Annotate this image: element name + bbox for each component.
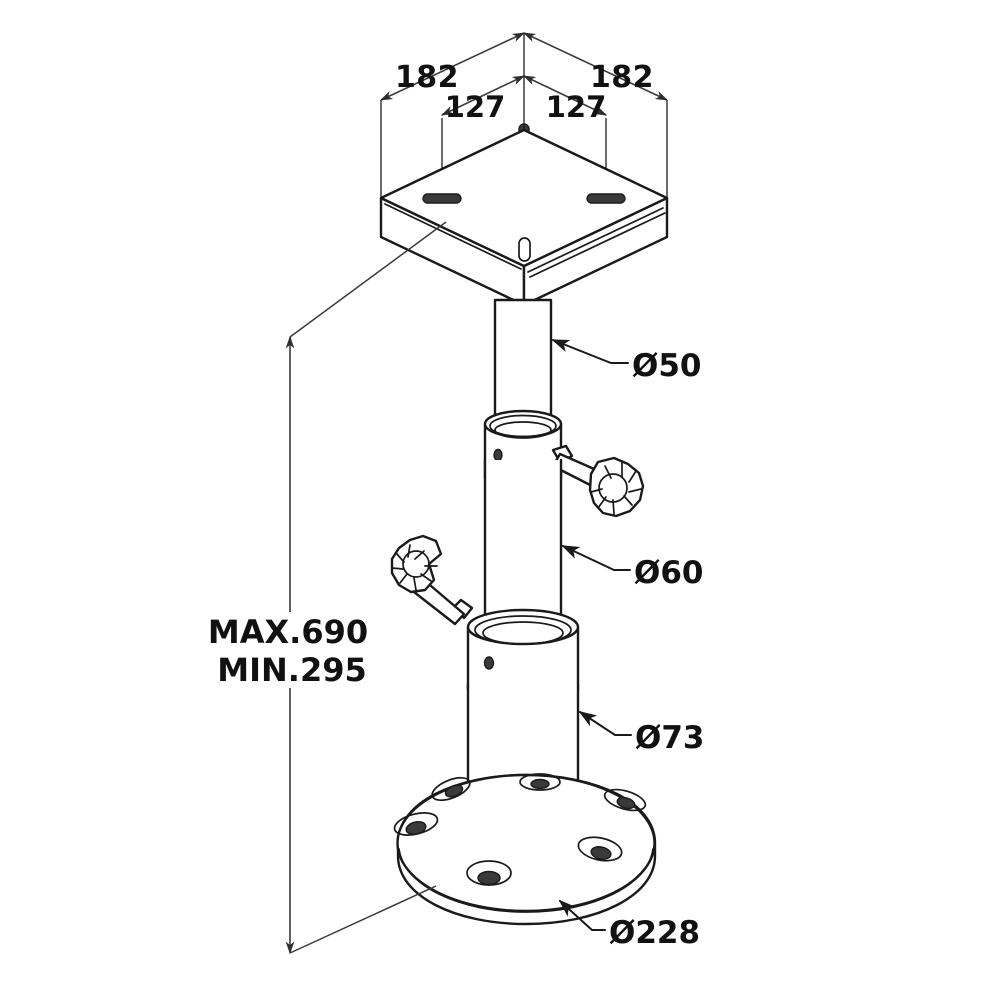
top-plate-chamfer-right <box>527 207 664 273</box>
mid-tube <box>483 458 563 624</box>
upper-tube <box>493 298 553 422</box>
lower-knob-lobe-4 <box>391 567 404 570</box>
upper-knob-lobe-4 <box>628 488 642 493</box>
top-plate <box>379 128 669 307</box>
base-bolt-hole-4 <box>577 836 623 862</box>
dim-label-127-right: 127 <box>546 90 607 124</box>
base-flange-edge-line <box>398 848 654 913</box>
lower-knob-hub <box>402 550 430 578</box>
plate-slot-front <box>518 237 531 262</box>
dimension-labels: 182 182 127 127 MAX.690 MIN.295 Ø50 Ø60 … <box>208 60 705 951</box>
base-bolt-hole-6 <box>519 773 561 791</box>
leader-lower-tube <box>578 711 632 736</box>
mid-tube-body <box>483 458 563 624</box>
top-plate-top-face <box>379 128 669 268</box>
lower-collar-setscrew <box>483 656 495 670</box>
base-bolt-hole-3 <box>466 860 512 886</box>
height-min-label: MIN.295 <box>217 651 366 689</box>
upper-knob-lobe-5 <box>623 495 633 506</box>
lower-knob-lobe-6 <box>413 577 417 591</box>
height-dimension-group <box>285 221 447 955</box>
plate-slot-left <box>422 193 462 204</box>
callout-label-mid-tube: Ø60 <box>634 555 704 591</box>
upper-clamp-knob[interactable] <box>588 456 645 518</box>
leader-base-flange <box>558 899 606 931</box>
lower-knob-lobe-2 <box>407 544 411 558</box>
plate-slot-right <box>586 193 626 204</box>
callout-label-lower-tube: Ø73 <box>635 720 705 756</box>
base-bolt-hole-2 <box>393 812 439 836</box>
height-witness-bottom <box>289 885 437 954</box>
dim-182-left-line <box>379 32 526 101</box>
base-flange <box>393 773 657 926</box>
top-plate-chamfer-right-2 <box>529 212 666 278</box>
callout-label-upper-tube: Ø50 <box>632 348 702 384</box>
lower-collar-bore <box>482 621 564 645</box>
base-bolt-hole-5 <box>603 788 647 812</box>
upper-collar-setscrew <box>493 448 503 462</box>
dim-127-left-line <box>440 75 526 116</box>
lower-knob-lobe-5 <box>399 573 408 584</box>
upper-collar-inner-rim <box>489 414 557 438</box>
lower-knob-outline[interactable] <box>390 534 443 594</box>
upper-knob-lobe-1 <box>604 465 612 479</box>
callout-leaders <box>551 339 632 931</box>
upper-knob-hub <box>598 473 628 503</box>
upper-collar-bore <box>494 421 552 439</box>
dim-label-182-right: 182 <box>590 60 654 95</box>
dim-182-right-line <box>522 32 669 101</box>
upper-knob-lobe-8 <box>590 488 603 493</box>
base-bolt-hole-1 <box>431 776 471 802</box>
leader-mid-tube <box>561 545 631 571</box>
upper-tube-body <box>493 298 553 422</box>
height-witness-top <box>289 221 447 338</box>
height-max-label: MAX.690 <box>208 613 368 651</box>
dim-label-182-left: 182 <box>395 60 459 95</box>
top-plate-chamfer-left <box>384 203 522 270</box>
lower-collar <box>390 534 580 701</box>
upper-knob-lobe-3 <box>628 470 637 483</box>
dim-127-right-line <box>522 75 608 116</box>
callout-label-base-flange: Ø228 <box>609 915 700 951</box>
lower-clamp-knob[interactable] <box>390 534 443 594</box>
leader-upper-tube <box>551 339 629 364</box>
dim-label-127-left: 127 <box>445 90 506 124</box>
base-flange-top-face <box>396 773 656 913</box>
